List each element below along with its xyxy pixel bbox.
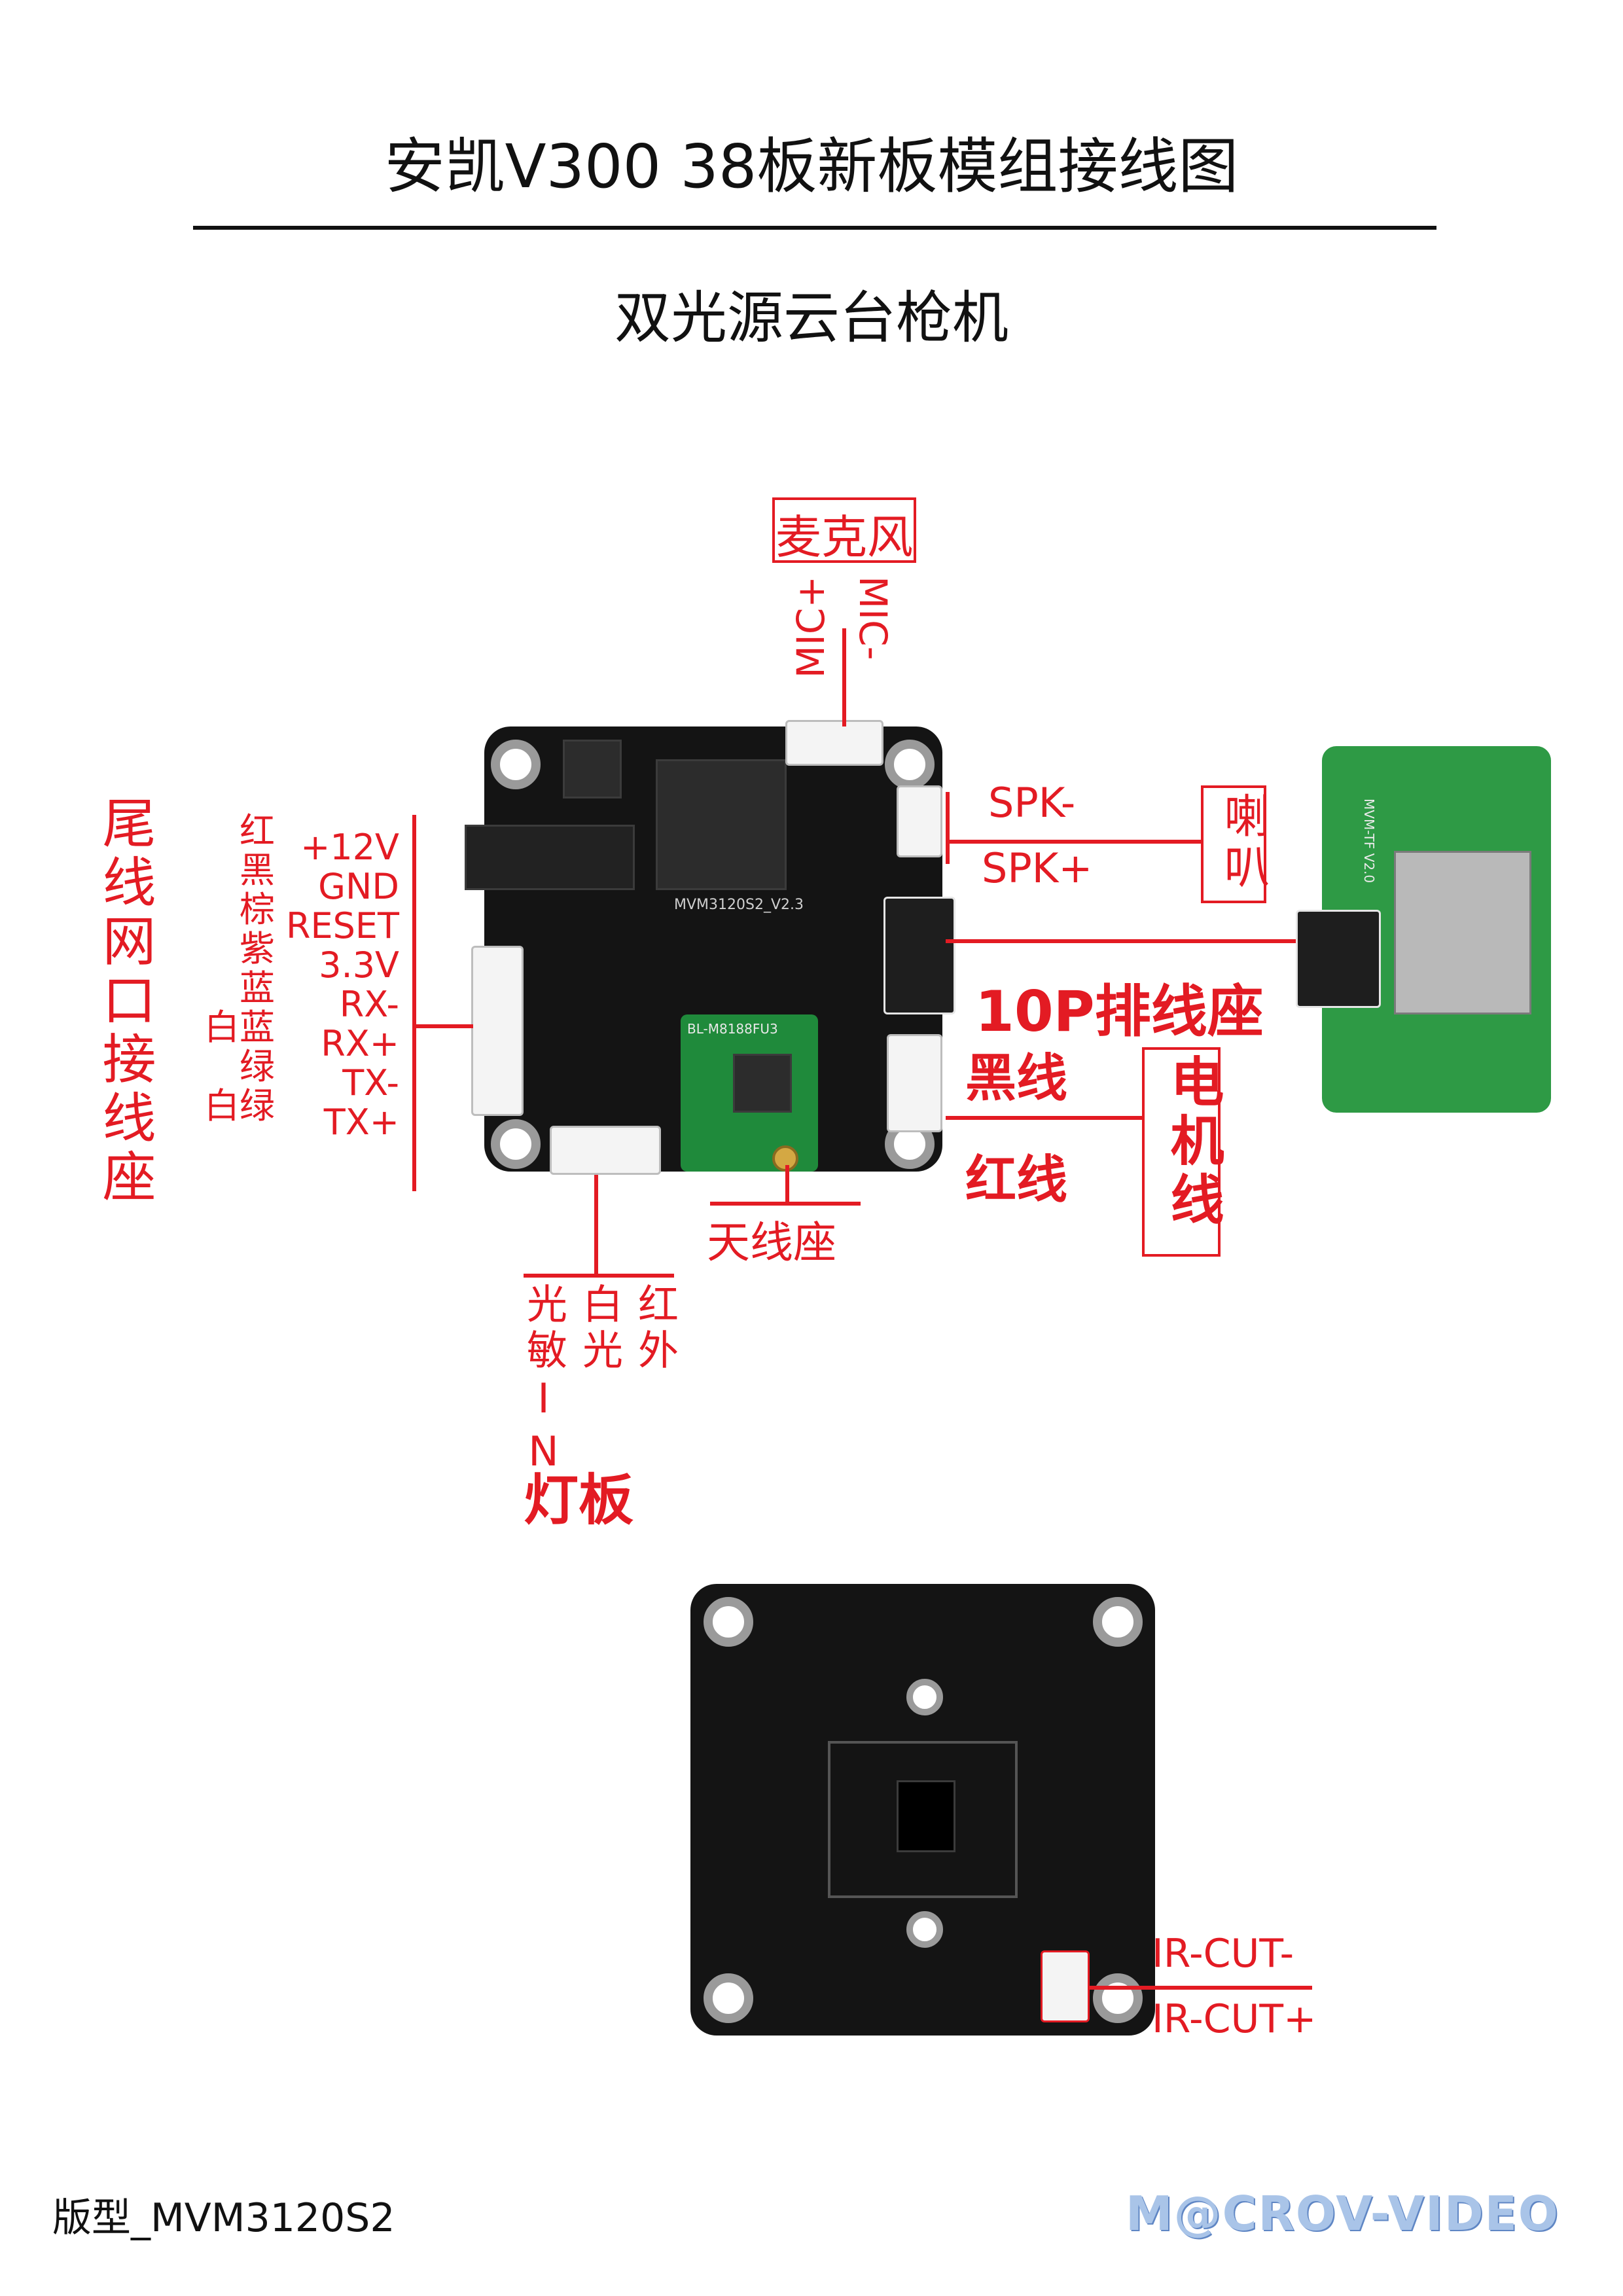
tail-leader-line (414, 1024, 473, 1028)
mount-hole (491, 1119, 541, 1169)
pin-3v3: 3.3V (319, 944, 399, 986)
page-subtitle: 双光源云台枪机 (615, 285, 1008, 351)
wire-color-white-blue: 白蓝 (204, 1007, 275, 1048)
motor-red-label: 红线 (965, 1151, 1068, 1210)
speaker-connector (897, 785, 942, 857)
wire-color-purple: 紫 (240, 928, 275, 969)
speaker-label-box (1201, 785, 1266, 903)
speaker-label: 喇叭 (1217, 792, 1270, 894)
ribbon-label: 10P排线座 (975, 979, 1264, 1045)
mount-hole (1093, 1973, 1143, 2023)
soc-chip (656, 759, 787, 890)
wifi-module: BL-M8188FU3 (681, 1014, 818, 1172)
image-sensor (897, 1780, 955, 1852)
ircut-leader-line (1090, 1986, 1312, 1990)
pin-12v: +12V (300, 827, 399, 868)
pin-tx-plus: TX+ (323, 1102, 399, 1143)
pin-gnd: GND (318, 866, 399, 907)
spk-minus-label: SPK- (988, 779, 1076, 827)
motor-label: 电机线 (1161, 1054, 1223, 1230)
mic-plus-label: MIC+ (789, 576, 833, 679)
antenna-leader-h (710, 1202, 861, 1206)
brand-logo: M@CROV-VIDEO (1126, 2186, 1560, 2241)
ircut-connector (1041, 1950, 1090, 2022)
mount-hole (491, 740, 541, 789)
board-model-label: MVM3120S2_V2.3 (674, 897, 804, 913)
wire-color-brown: 棕 (240, 889, 275, 930)
flash-chip (563, 740, 622, 798)
antenna-leader-v (785, 1165, 789, 1204)
motor-black-label: 黑线 (965, 1049, 1068, 1108)
lamp-signal-white: 白光 (575, 1283, 623, 1374)
ircut-minus-label: IR-CUT- (1152, 1931, 1294, 1977)
main-board: MVM3120S2_V2.3 BL-M8188FU3 (465, 720, 955, 1175)
tail-connector (471, 946, 524, 1116)
mount-hole (885, 740, 935, 789)
ethernet-transformer (465, 825, 635, 890)
lamp-label: 灯板 (524, 1468, 634, 1532)
spk-plus-label: SPK+ (982, 844, 1093, 892)
speaker-leader-line (946, 840, 1201, 844)
tf-card-slot (1394, 851, 1531, 1014)
center-hole (906, 1911, 943, 1948)
tail-color-list: 红 黑 棕 紫 蓝 白蓝 绿 白绿 (190, 812, 275, 1126)
mic-connector (785, 720, 883, 766)
pin-tx-minus: TX- (342, 1062, 399, 1103)
mic-minus-label: MIC- (851, 576, 895, 660)
motor-leader-line (946, 1116, 1142, 1120)
lamp-connector (550, 1126, 661, 1175)
page-title: 安凯V300 38板新板模组接线图 (384, 132, 1239, 202)
lamp-signal-ir: 红外 (631, 1283, 679, 1374)
mic-label-box (772, 497, 916, 563)
wire-color-green: 绿 (240, 1046, 275, 1087)
mic-label: 麦克风 (776, 511, 913, 564)
tail-bracket-line (412, 815, 416, 1191)
antenna-label: 天线座 (707, 1217, 836, 1268)
wire-color-blue: 蓝 (240, 967, 275, 1009)
tf-board-label: MVM-TF V2.0 (1361, 798, 1377, 884)
speaker-connector-line (946, 792, 950, 864)
wifi-module-label: BL-M8188FU3 (687, 1021, 778, 1037)
ribbon-leader-line (946, 939, 1299, 943)
mount-hole (704, 1973, 753, 2023)
wire-color-black: 黑 (240, 850, 275, 891)
ircut-plus-label: IR-CUT+ (1152, 1996, 1317, 2042)
wire-color-red: 红 (240, 810, 275, 852)
pin-rx-plus: RX+ (321, 1023, 399, 1064)
tail-pin-list: +12V GND RESET 3.3V RX- RX+ TX- TX+ (275, 828, 399, 1142)
tf-ribbon-connector (1296, 910, 1381, 1008)
pin-rx-minus: RX- (339, 984, 399, 1025)
mic-leader-line (842, 628, 846, 726)
motor-connector (887, 1034, 942, 1132)
wifi-chip (733, 1054, 792, 1113)
wire-color-white-green: 白绿 (204, 1085, 275, 1126)
motor-label-box (1142, 1047, 1221, 1257)
title-divider (193, 226, 1436, 230)
image-sensor-frame (828, 1741, 1018, 1898)
center-hole (906, 1679, 943, 1715)
tf-card-board: MVM-TF V2.0 (1296, 746, 1551, 1113)
board-version-label: 版型_MVM3120S2 (52, 2195, 395, 2241)
pin-reset: RESET (285, 905, 399, 946)
ribbon-connector (883, 897, 955, 1014)
lamp-leader-h (524, 1274, 674, 1278)
mount-hole (1093, 1597, 1143, 1647)
tail-label: 尾线网口接线座 (93, 795, 155, 1208)
mount-hole (704, 1597, 753, 1647)
lamp-signal-photosensor: 光敏IN (520, 1283, 567, 1480)
sensor-board (690, 1584, 1155, 2036)
lamp-leader-v (594, 1175, 598, 1276)
